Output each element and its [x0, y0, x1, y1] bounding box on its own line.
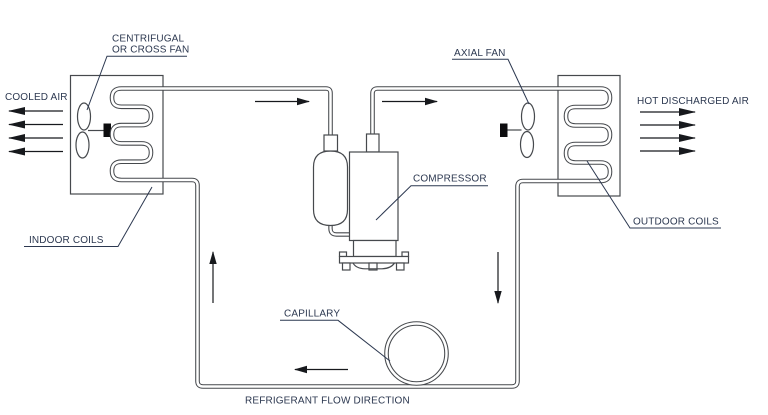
cooled-air-arrows [8, 107, 63, 156]
label-text: INDOOR COILS [29, 235, 104, 246]
mounting-plate [338, 255, 410, 264]
leader-line [280, 319, 391, 362]
label-text: OUTDOOR COILS [633, 217, 719, 228]
accumulator [312, 134, 351, 237]
accumulator-outlet-pipe-bore [329, 221, 351, 236]
compressor-body [348, 151, 399, 242]
label-text: HOT DISCHARGED AIR [637, 96, 749, 107]
refrigerant-pipe-circuit [109, 86, 613, 389]
label-text: REFRIGERANT FLOW DIRECTION [245, 396, 410, 407]
refrigerant-flow-arrows [209, 97, 502, 374]
fan-blade-icon [519, 130, 535, 159]
compressor-foot [395, 262, 405, 271]
outdoor-unit-box [557, 74, 621, 197]
leader-line [375, 185, 488, 221]
label-text: CAPILLARY [284, 309, 340, 320]
capillary-coil [384, 321, 449, 386]
leader-line [24, 186, 153, 247]
fan-motor-icon [500, 123, 508, 137]
mount-tab [338, 251, 348, 258]
hot-air-arrows [640, 108, 696, 155]
label-capillary: CAPILLARY [280, 309, 391, 362]
compressor-foot [341, 262, 351, 271]
leader-line [586, 160, 721, 229]
refrigerant-pipe-bore [110, 87, 612, 388]
indoor-unit-box [69, 74, 164, 195]
label-outdoor-coils: OUTDOOR COILS [586, 160, 721, 229]
compressor-bottom-pan [352, 262, 396, 270]
compressor-discharge-stub [365, 133, 380, 153]
leader-line [452, 58, 530, 105]
label-refrigerant-flow-direction: REFRIGERANT FLOW DIRECTION [245, 396, 410, 407]
mount-tab [401, 251, 410, 258]
fan-blade-icon [520, 102, 536, 131]
accumulator-body [312, 150, 349, 227]
centrifugal-fan [75, 102, 111, 159]
label-centrifugal-fan: CENTRIFUGAL OR CROSS FAN [86, 34, 189, 111]
compressor-foot [368, 262, 378, 271]
axial-fan [500, 102, 536, 159]
label-indoor-coils: INDOOR COILS [24, 186, 153, 247]
label-text: CENTRIFUGAL [112, 34, 184, 45]
label-text: COOLED AIR [5, 92, 68, 103]
compressor [338, 133, 410, 271]
label-compressor: COMPRESSOR [375, 174, 488, 221]
label-axial-fan: AXIAL FAN [452, 48, 530, 105]
capillary-loop-bore [385, 322, 448, 385]
label-text: AXIAL FAN [454, 48, 506, 59]
label-hot-discharged-air: HOT DISCHARGED AIR [637, 96, 749, 107]
compressor-base-skirt [352, 239, 397, 258]
label-text: COMPRESSOR [413, 174, 487, 185]
fan-blade-icon [75, 131, 90, 159]
fan-motor-icon [103, 123, 111, 137]
accumulator-neck [323, 134, 339, 152]
leader-line [86, 55, 187, 111]
label-cooled-air: COOLED AIR [5, 92, 68, 103]
label-text: OR CROSS FAN [112, 45, 189, 56]
